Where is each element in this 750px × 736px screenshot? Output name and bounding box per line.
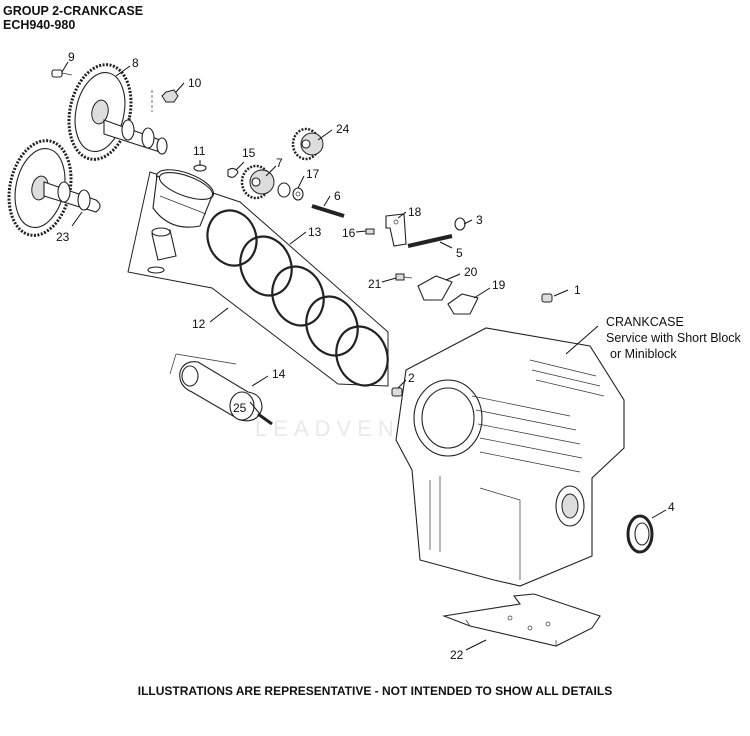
dowel-pin-2	[391, 387, 403, 397]
base-plate-22	[441, 593, 601, 647]
callout-21: 21	[368, 277, 382, 291]
callout-20: 20	[464, 265, 478, 279]
crankcase-block	[395, 327, 625, 587]
callout-25: 25	[233, 401, 247, 415]
callout-22: 22	[450, 648, 464, 662]
clip-15	[227, 167, 239, 178]
callout-10: 10	[188, 76, 202, 90]
callout-15: 15	[242, 146, 256, 160]
piston-pin	[147, 227, 177, 274]
callout-6: 6	[334, 189, 341, 203]
callout-17: 17	[306, 167, 320, 181]
callout-13: 13	[308, 225, 322, 239]
callout-19: 19	[492, 278, 506, 292]
callout-14: 14	[272, 367, 286, 381]
callout-4: 4	[668, 500, 675, 514]
gear-24	[291, 127, 324, 161]
dowel-pin-1	[541, 293, 553, 303]
seal-3	[454, 217, 466, 231]
camshaft-gear-upper	[67, 63, 168, 161]
crankcase-label-line1: Service with Short Block	[606, 331, 741, 345]
callout-11: 11	[193, 144, 206, 158]
governor-shaft-5	[407, 234, 453, 248]
nut-10	[151, 89, 179, 112]
governor-gear-7	[240, 164, 275, 200]
page-title: GROUP 2-CRANKCASE	[3, 4, 144, 18]
model-number: ECH940-980	[3, 18, 76, 32]
shaft-6	[311, 204, 345, 218]
crankcase-label-title: CRANKCASE	[606, 315, 684, 329]
callout-2: 2	[408, 371, 415, 385]
callout-16: 16	[342, 226, 356, 240]
leader-lines	[61, 61, 667, 651]
cover-plate-20	[417, 275, 453, 301]
piston	[152, 169, 215, 228]
oil-seal-4	[626, 514, 654, 554]
callout-labels: 1 2 3 4 5 6 7 8 9 10 11 12 13 14 15 16 1…	[56, 50, 675, 662]
callout-9: 9	[68, 50, 75, 64]
disclaimer-footer: ILLUSTRATIONS ARE REPRESENTATIVE - NOT I…	[137, 684, 613, 698]
callout-3: 3	[476, 213, 483, 227]
screw-21	[395, 273, 413, 281]
screw-9	[51, 69, 73, 78]
callout-12: 12	[192, 317, 206, 331]
pin-16	[365, 228, 375, 235]
piston-ring-set	[206, 209, 389, 387]
callout-24: 24	[336, 122, 350, 136]
camshaft-gear-lower	[7, 139, 101, 237]
callout-8: 8	[132, 56, 139, 70]
callout-7: 7	[276, 156, 283, 170]
gasket-19	[447, 293, 479, 315]
connecting-rod-14	[169, 353, 263, 422]
governor-arm-18	[385, 213, 407, 247]
callout-5: 5	[456, 246, 463, 260]
callout-23: 23	[56, 230, 70, 244]
rod-bolt-25	[257, 412, 273, 426]
callout-1: 1	[574, 283, 581, 297]
crankcase-label-line2: or Miniblock	[610, 347, 677, 361]
callout-18: 18	[408, 205, 422, 219]
